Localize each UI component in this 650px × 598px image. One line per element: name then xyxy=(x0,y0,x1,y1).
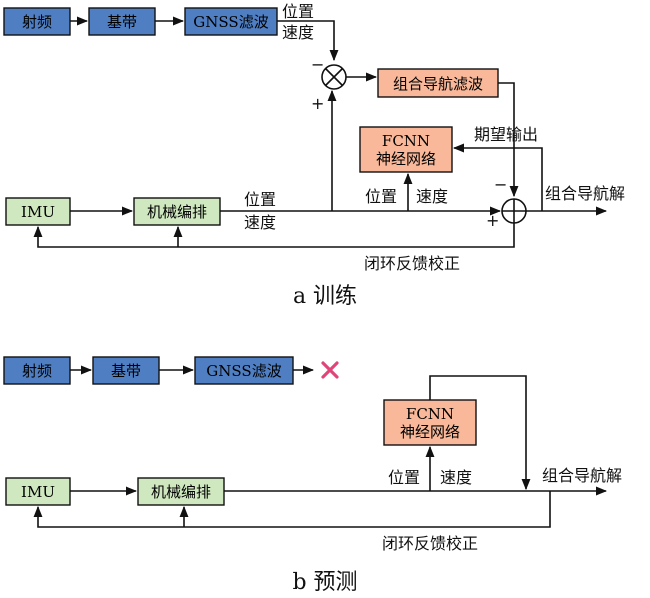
summation-symbol xyxy=(501,198,527,224)
baseband-block xyxy=(88,7,156,36)
comparator-minus-sign: − xyxy=(311,55,324,74)
fcnn-label-2: 神经网络 xyxy=(376,150,436,168)
comparator-symbol xyxy=(321,64,347,90)
disconnected-x-icon xyxy=(321,361,339,379)
fcnn-label-1: FCNN xyxy=(382,132,430,150)
pred-gnss-filter-label: GNSS滤波 xyxy=(206,362,281,380)
gnss-filter-block xyxy=(184,7,278,36)
comparator-plus-sign: + xyxy=(311,94,324,113)
fcnn-input-position-label: 位置 xyxy=(365,187,397,206)
expected-output-arrow xyxy=(452,143,543,211)
imu-label: IMU xyxy=(21,203,55,221)
rf-label: 射频 xyxy=(22,13,52,31)
rf-block xyxy=(3,7,71,36)
baseband-label: 基带 xyxy=(107,13,137,31)
training-diagram: 射频 基带 GNSS滤波 组合导航滤波 FCNN 神经网络 IMU 机械编排 位… xyxy=(3,2,625,309)
pred-fcnn-label-1: FCNN xyxy=(406,405,454,423)
mech-out-label-2: 速度 xyxy=(244,213,276,232)
pred-fcnn-label-2: 神经网络 xyxy=(400,423,460,441)
fcnn-block xyxy=(359,126,453,173)
gnss-filter-label: GNSS滤波 xyxy=(193,13,268,31)
pred-rf-block xyxy=(3,356,71,385)
pred-feedback-to-imu-arrow xyxy=(33,491,551,528)
pred-fcnn-correction-arrow xyxy=(429,375,531,491)
fcnn-input-velocity-label: 速度 xyxy=(416,187,448,206)
training-feedback-label: 闭环反馈校正 xyxy=(364,254,460,273)
pred-baseband-label: 基带 xyxy=(111,362,141,380)
pred-imu-label: IMU xyxy=(21,483,55,501)
mech-out-label-1: 位置 xyxy=(244,190,276,209)
gnss-out-label-2: 速度 xyxy=(282,23,314,42)
gnss-to-comparator-arrow xyxy=(277,20,339,62)
pred-rf-label: 射频 xyxy=(22,362,52,380)
pred-fcnn-block xyxy=(383,399,477,446)
prediction-caption: b 预测 xyxy=(292,570,357,595)
mechanization-block xyxy=(133,197,221,226)
training-output-label: 组合导航解 xyxy=(545,184,625,203)
summation-plus-sign: + xyxy=(486,211,499,230)
pred-output-label: 组合导航解 xyxy=(542,466,622,485)
feedback-to-imu-arrow xyxy=(33,223,515,248)
prediction-diagram: 射频 基带 GNSS滤波 FCNN 神经网络 IMU 机械编排 组合导航解 位置… xyxy=(3,356,622,595)
summation-minus-sign: − xyxy=(494,175,507,194)
pred-feedback-label: 闭环反馈校正 xyxy=(382,534,478,553)
training-caption: a 训练 xyxy=(293,284,357,309)
filter-to-sum-arrow xyxy=(498,82,519,198)
mechanization-label: 机械编排 xyxy=(147,203,207,221)
pred-fcnn-input-position-label: 位置 xyxy=(388,468,420,487)
imu-block xyxy=(5,197,71,226)
gnss-out-label-1: 位置 xyxy=(282,2,314,21)
pred-mechanization-label: 机械编排 xyxy=(151,483,211,501)
expected-output-label: 期望输出 xyxy=(474,125,538,144)
pred-fcnn-input-velocity-label: 速度 xyxy=(440,468,472,487)
integrated-filter-label: 组合导航滤波 xyxy=(393,75,483,93)
